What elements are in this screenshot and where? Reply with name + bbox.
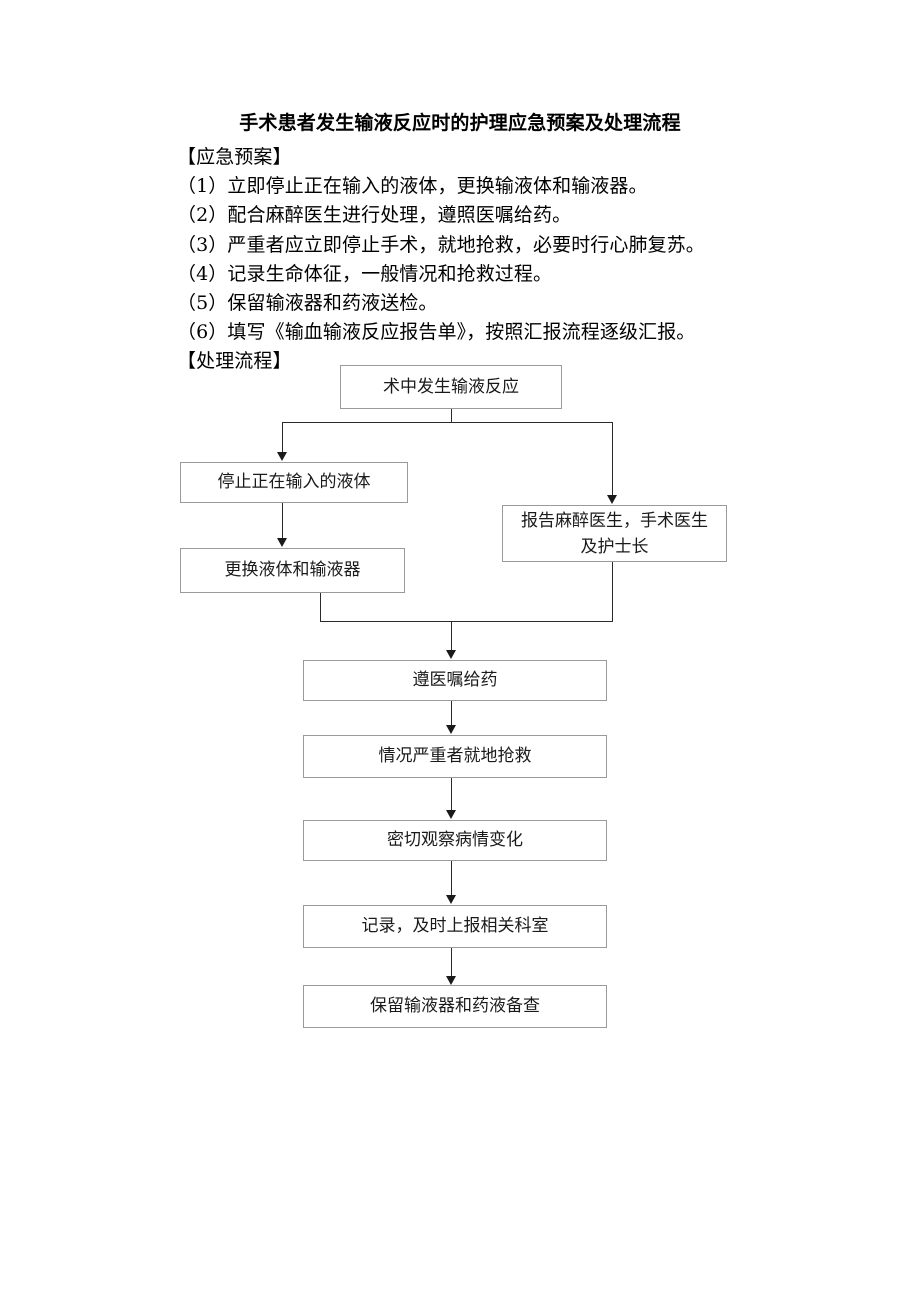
flow-node-start[interactable]: 术中发生输液反应 <box>340 365 562 409</box>
plan-item-5: （5）保留输液器和药液送检。 <box>177 292 438 315</box>
arrow-to-replace-set <box>277 538 287 547</box>
emergency-plan-heading: 【应急预案】 <box>177 146 292 168</box>
connector-observe-to-record <box>451 861 452 896</box>
plan-item-1: （1）立即停止正在输入的液体，更换输液体和输液器。 <box>177 175 648 198</box>
arrow-to-rescue <box>446 725 456 734</box>
connector-merge-to-give-drug <box>451 621 452 651</box>
flow-node-stop-infusion[interactable]: 停止正在输入的液体 <box>180 462 408 503</box>
arrow-to-report <box>607 495 617 504</box>
connector-record-to-retain <box>451 948 452 977</box>
connector-stop-to-replace <box>282 503 283 539</box>
flow-node-observe[interactable]: 密切观察病情变化 <box>303 820 607 861</box>
arrow-to-stop-infusion <box>277 452 287 461</box>
arrow-to-retain <box>446 976 456 985</box>
document-body: 【应急预案】 （1）立即停止正在输入的液体，更换输液体和输液器。 （2）配合麻醉… <box>177 143 877 377</box>
connector-merge-bar <box>320 621 613 622</box>
connector-give-drug-to-rescue <box>451 701 452 726</box>
process-flow-heading: 【处理流程】 <box>177 350 292 373</box>
arrow-to-observe <box>446 810 456 819</box>
connector-rescue-to-observe <box>451 778 452 811</box>
connector-split-right-drop <box>612 422 613 496</box>
flow-node-retain[interactable]: 保留输液器和药液备查 <box>303 985 607 1028</box>
arrow-to-give-drug <box>446 650 456 659</box>
page-title: 手术患者发生输液反应时的护理应急预案及处理流程 <box>239 112 681 134</box>
flow-node-give-drug[interactable]: 遵医嘱给药 <box>303 660 607 701</box>
flow-node-record[interactable]: 记录，及时上报相关科室 <box>303 905 607 948</box>
arrow-to-record <box>446 895 456 904</box>
flow-node-rescue[interactable]: 情况严重者就地抢救 <box>303 735 607 778</box>
flow-node-replace-set[interactable]: 更换液体和输液器 <box>180 548 405 593</box>
connector-split-left-drop <box>282 422 283 453</box>
connector-start-to-split <box>451 409 452 422</box>
flow-node-report[interactable]: 报告麻醉医生，手术医生及护士长 <box>502 505 727 562</box>
plan-item-3: （3）严重者应立即停止手术，就地抢救，必要时行心肺复苏。 <box>177 233 705 256</box>
connector-replace-to-merge <box>320 593 321 622</box>
connector-split-bar <box>282 422 613 423</box>
plan-item-4: （4）记录生命体征，一般情况和抢救过程。 <box>177 262 553 285</box>
connector-report-to-merge <box>612 562 613 622</box>
plan-item-6: （6）填写《输血输液反应报告单》，按照汇报流程逐级汇报。 <box>177 321 696 344</box>
plan-item-2: （2）配合麻醉医生进行处理，遵照医嘱给药。 <box>177 204 572 227</box>
